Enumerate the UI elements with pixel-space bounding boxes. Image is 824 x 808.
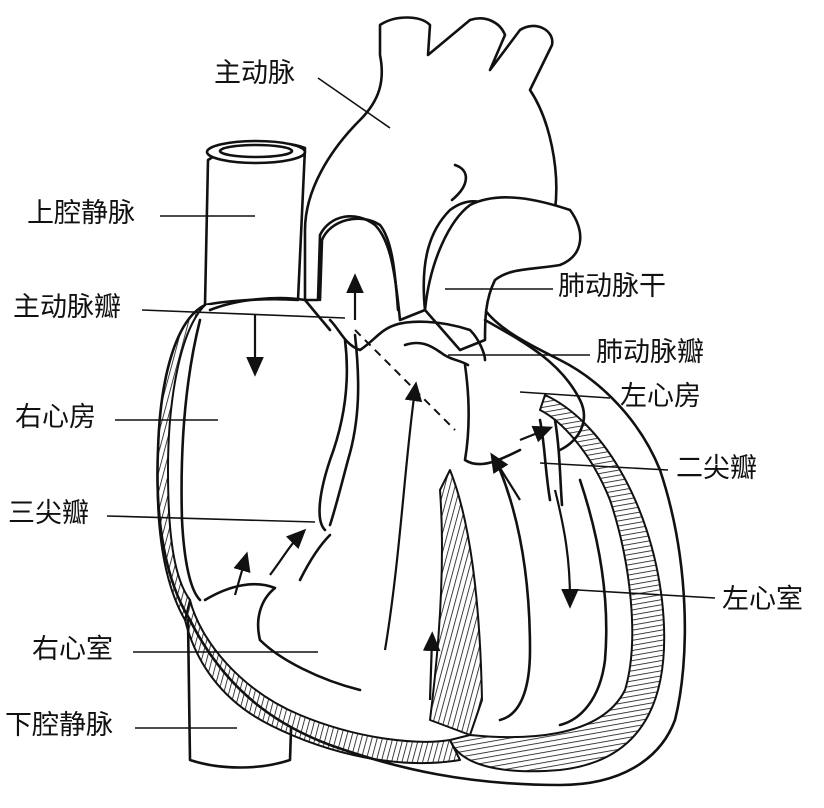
label-aortic-valve: 主动脉瓣 xyxy=(13,294,121,321)
label-inferior-vena-cava: 下腔静脉 xyxy=(5,712,113,739)
label-tricuspid-valve: 三尖瓣 xyxy=(8,500,89,527)
label-mitral-valve: 二尖瓣 xyxy=(676,455,757,482)
label-pulmonary-trunk: 肺动脉干 xyxy=(558,273,666,300)
label-aorta: 主动脉 xyxy=(214,60,295,87)
label-pulmonary-valve: 肺动脉瓣 xyxy=(596,339,704,366)
superior-vena-cava-shape xyxy=(205,141,305,305)
label-superior-vena-cava: 上腔静脉 xyxy=(27,200,135,227)
label-right-ventricle: 右心室 xyxy=(32,636,113,663)
label-left-ventricle: 左心室 xyxy=(722,586,803,613)
label-right-atrium: 右心房 xyxy=(15,404,96,431)
label-left-atrium: 左心房 xyxy=(620,383,701,410)
